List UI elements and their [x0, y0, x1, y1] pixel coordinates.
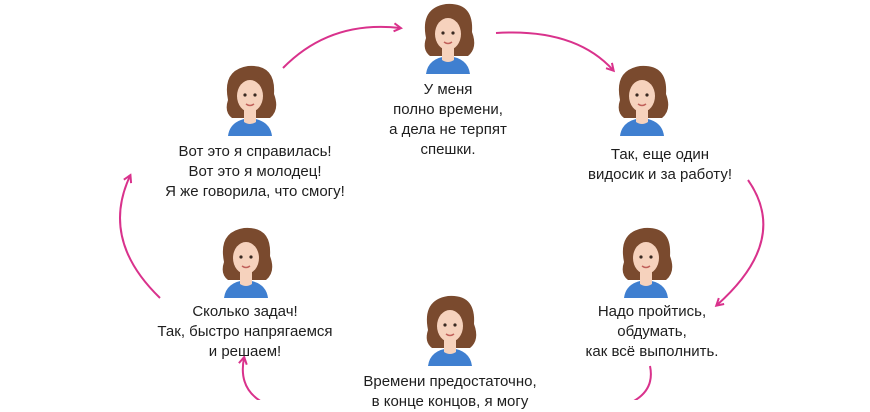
caption-line: видосик и за работу! [588, 166, 732, 183]
arrow-6-to-1 [282, 27, 400, 69]
caption-line: Сколько задач! [192, 303, 298, 320]
arrow-1-to-2 [495, 31, 613, 70]
cycle-arrows [119, 0, 765, 400]
step-5-caption: Сколько задач! Так, быстро напрягаемся и… [157, 302, 332, 362]
arrow-4-to-5 [243, 358, 261, 400]
arrow-3-to-4 [633, 365, 652, 400]
caption-line: Так, быстро напрягаемся [157, 323, 333, 340]
woman-avatar-6 [218, 60, 282, 136]
arrow-5-to-6 [119, 176, 161, 299]
caption-line: Так, еще один [610, 146, 710, 163]
caption-line: Я же говорила, что смогу! [165, 183, 345, 200]
caption-line: Вот это я справилась! [178, 143, 332, 160]
caption-line: в конце концов, я могу [371, 393, 529, 410]
caption-line: Времени предостаточно, [363, 373, 537, 390]
caption-line: У меня [423, 81, 473, 98]
woman-avatar-2 [610, 60, 674, 136]
caption-line: а дела не терпят [389, 121, 507, 138]
step-3-caption: Надо пройтись, обдумать, как всё выполни… [586, 302, 719, 362]
woman-avatar-3 [614, 222, 678, 298]
step-6-caption: Вот это я справилась! Вот это я молодец!… [165, 142, 345, 202]
caption-line: полно времени, [393, 101, 503, 118]
caption-line: спешки. [420, 141, 476, 158]
caption-line: обдумать, [617, 323, 687, 340]
step-2-caption: Так, еще один видосик и за работу! [588, 145, 732, 185]
woman-avatar-1 [416, 0, 480, 74]
caption-line: и решаем! [208, 343, 282, 360]
caption-line: Вот это я молодец! [188, 163, 322, 180]
step-4-caption: Времени предостаточно, в конце концов, я… [363, 372, 536, 412]
step-1-caption: У меня полно времени, а дела не терпят с… [389, 80, 507, 160]
arrow-2-to-3 [717, 179, 765, 305]
woman-avatar-5 [214, 222, 278, 298]
caption-line: как всё выполнить. [585, 343, 719, 360]
caption-line: Надо пройтись, [597, 303, 707, 320]
woman-avatar-4 [418, 290, 482, 366]
